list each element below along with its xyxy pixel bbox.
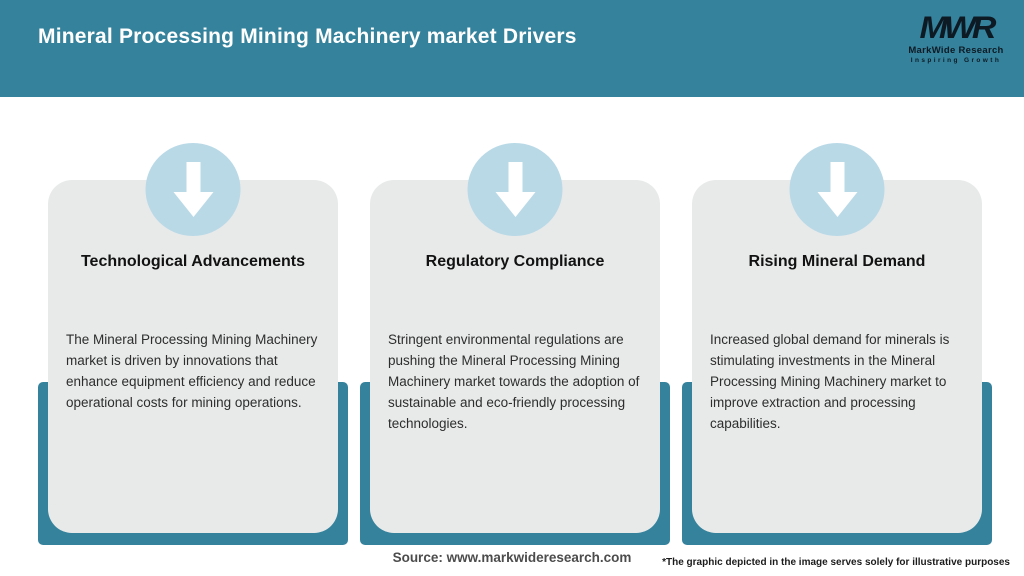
card-body: The Mineral Processing Mining Machinery … xyxy=(66,332,318,410)
disclaimer-text: *The graphic depicted in the image serve… xyxy=(662,557,1010,568)
driver-card-1: Technological Advancements The Mineral P… xyxy=(38,143,348,545)
source-text: Source: www.markwideresearch.com xyxy=(392,550,632,565)
card-title: Regulatory Compliance xyxy=(425,253,605,270)
header-bar: Mineral Processing Mining Machinery mark… xyxy=(0,0,1024,97)
driver-icon-circle xyxy=(467,143,563,236)
logo-name: MarkWide Research xyxy=(908,45,1004,56)
logo-tagline: Inspiring Growth xyxy=(910,56,1002,64)
down-arrow-icon xyxy=(173,161,213,217)
card-surface: Regulatory Compliance Stringent environm… xyxy=(370,143,660,533)
down-arrow-icon xyxy=(495,161,535,217)
logo-monogram: MWR xyxy=(919,10,997,46)
card-title: Rising Mineral Demand xyxy=(748,253,926,270)
driver-card-3: Rising Mineral Demand Increased global d… xyxy=(682,143,992,545)
card-body: Stringent environmental regulations are … xyxy=(388,332,640,431)
drivers-cards: Technological Advancements The Mineral P… xyxy=(38,143,992,545)
driver-icon-circle xyxy=(145,143,241,236)
driver-icon-circle xyxy=(789,143,885,236)
card-surface: Rising Mineral Demand Increased global d… xyxy=(692,143,982,533)
page-title: Mineral Processing Mining Machinery mark… xyxy=(38,25,577,48)
card-title: Technological Advancements xyxy=(80,253,306,270)
down-arrow-icon xyxy=(817,161,857,217)
card-surface: Technological Advancements The Mineral P… xyxy=(48,143,338,533)
brand-logo: MWR MarkWide Research Inspiring Growth xyxy=(908,11,1004,64)
card-body: Increased global demand for minerals is … xyxy=(710,332,950,431)
driver-card-2: Regulatory Compliance Stringent environm… xyxy=(360,143,670,545)
